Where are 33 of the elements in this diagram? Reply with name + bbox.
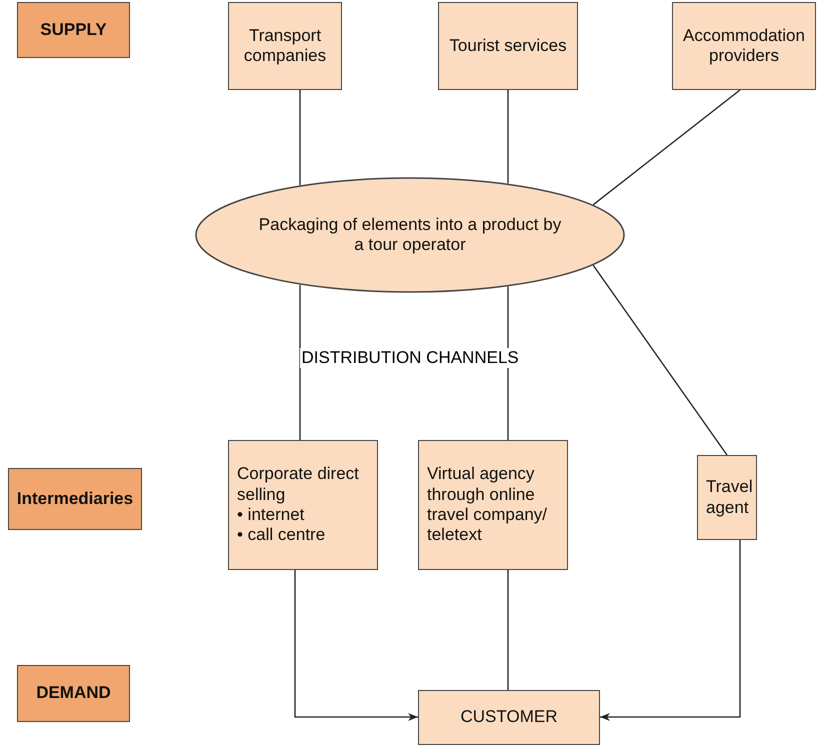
category-label-box	[17, 665, 130, 722]
process-box	[418, 440, 568, 570]
arrow	[600, 540, 741, 721]
node-text: Packaging of elements into a product by a tour operator	[258, 214, 562, 256]
arrow	[294, 570, 418, 721]
process-ellipse	[195, 177, 625, 293]
category-label: Intermediaries	[16, 488, 134, 510]
node-text: Transport companies	[242, 26, 328, 66]
connector-line	[299, 90, 301, 186]
connector-line	[507, 570, 509, 690]
process-box	[697, 455, 757, 540]
node-text: Tourist services	[449, 36, 567, 56]
process-box	[438, 2, 578, 90]
process-box	[228, 440, 378, 570]
process-box	[418, 690, 600, 745]
category-label: SUPPLY	[40, 20, 107, 40]
category-label-box	[8, 468, 142, 530]
node-text: Travel agent	[706, 477, 753, 518]
process-box	[672, 2, 816, 90]
node-text: Corporate direct selling	[237, 464, 360, 505]
node-text: • call centre	[237, 525, 326, 546]
connector-line	[592, 89, 740, 206]
section-label: DISTRIBUTION CHANNELS	[300, 348, 521, 368]
node-text: Virtual agency through online travel company/ teletext	[427, 464, 548, 546]
node-text: • internet	[237, 505, 304, 526]
category-label-box	[17, 2, 130, 58]
connector-line	[592, 264, 728, 456]
node-text: CUSTOMER	[460, 707, 558, 728]
category-label: DEMAND	[36, 683, 111, 704]
connector-line	[507, 90, 509, 184]
process-box	[228, 2, 342, 90]
connector-line	[299, 284, 301, 440]
node-text: Accommodation providers	[682, 26, 806, 66]
